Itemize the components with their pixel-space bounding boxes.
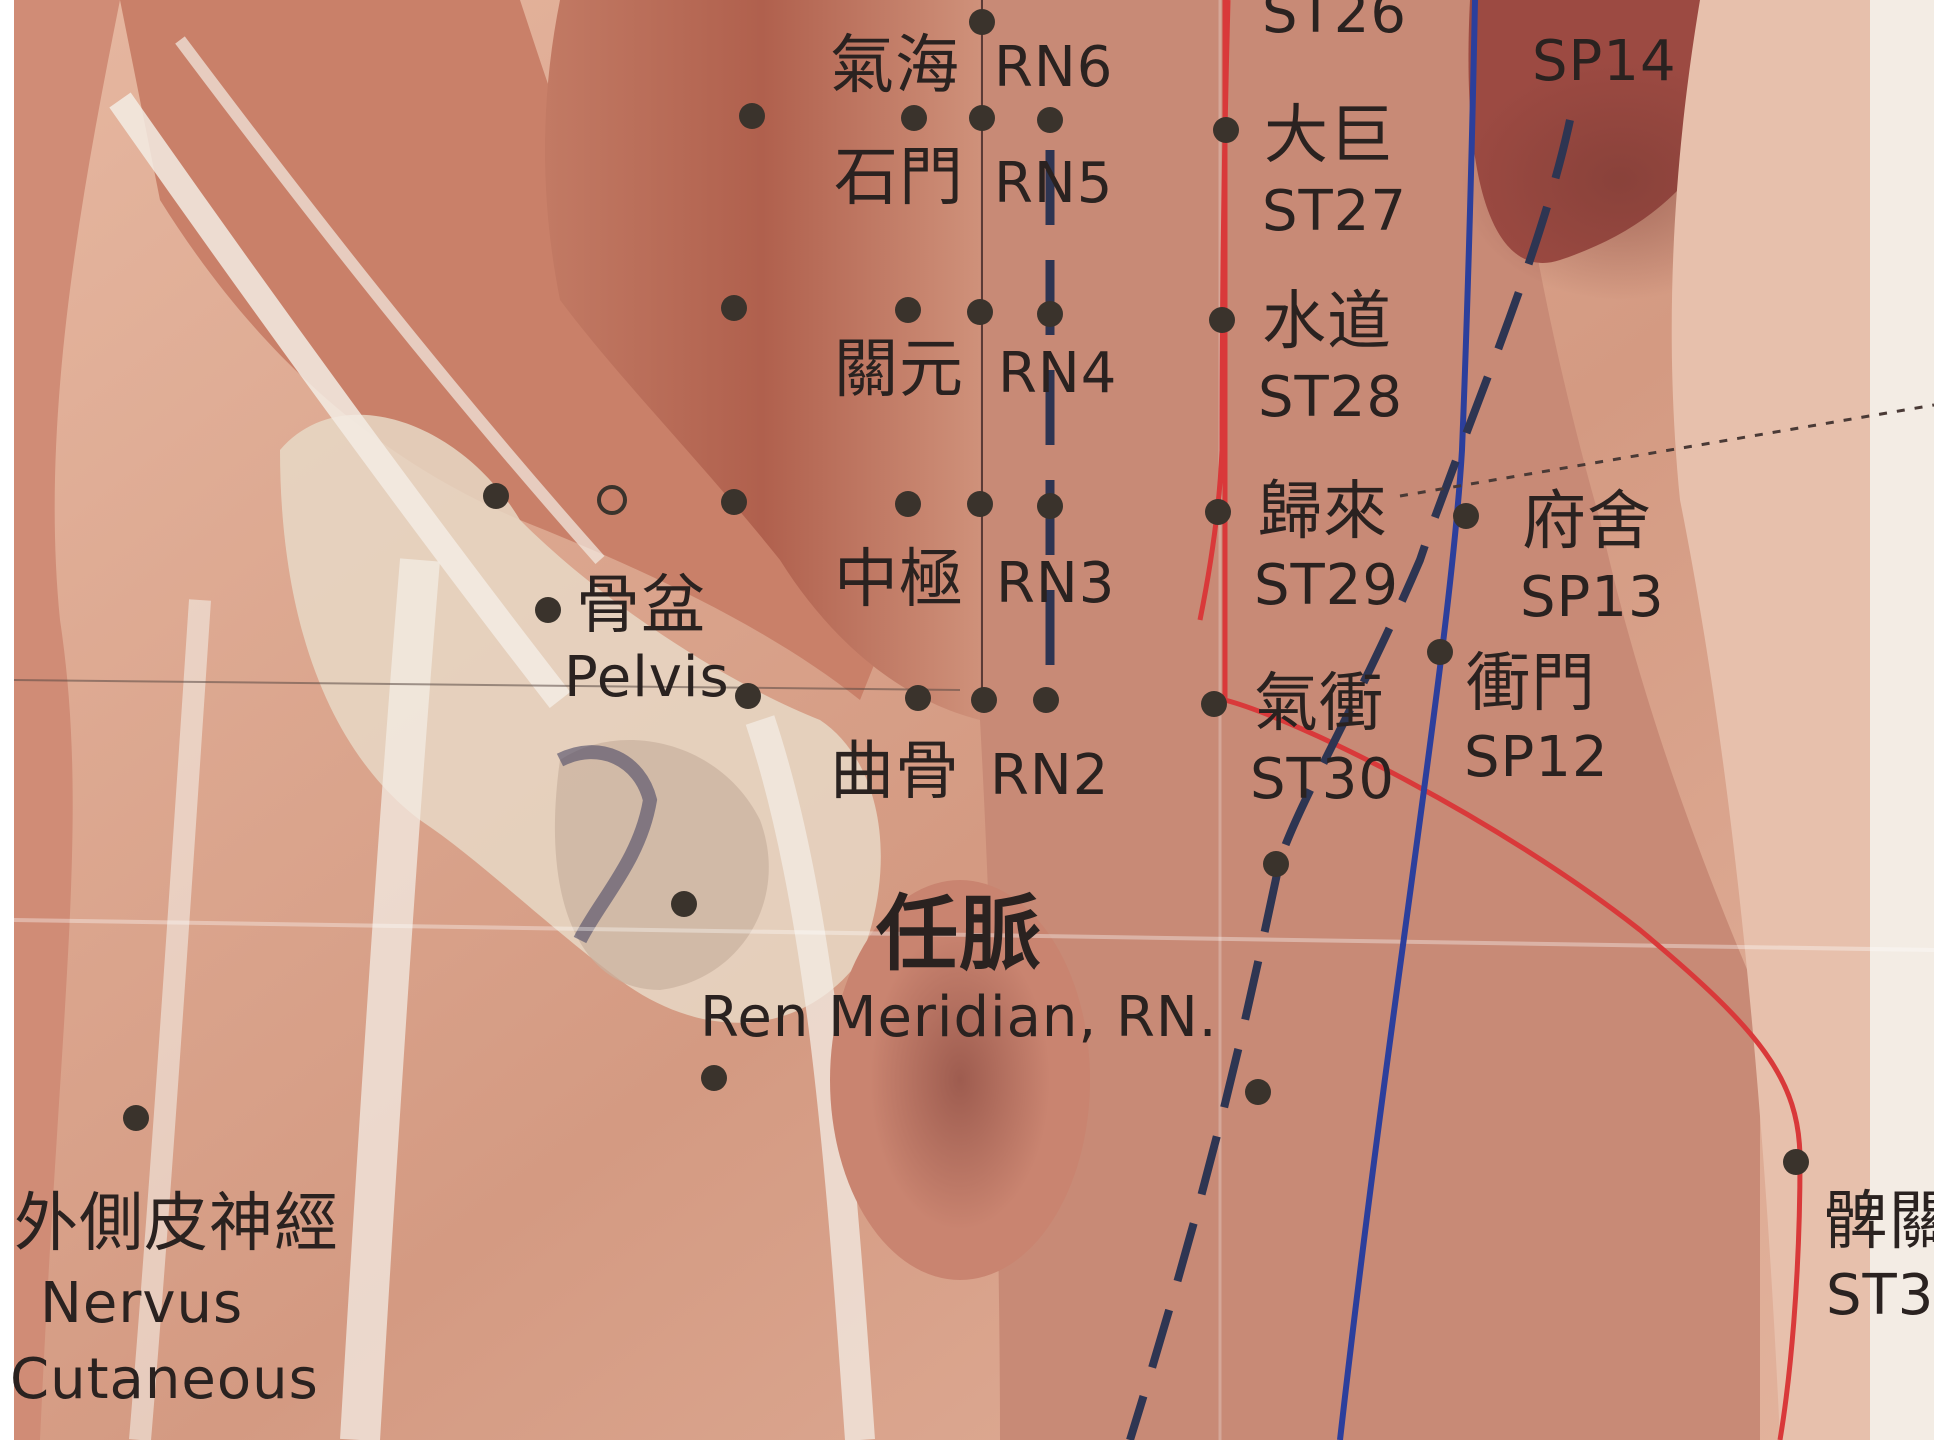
label-rn6: RN6 — [994, 40, 1113, 96]
acupoint — [483, 483, 509, 509]
label-qichong: 氣衝 — [1254, 672, 1384, 736]
label-rn3: RN3 — [996, 556, 1115, 612]
acupoint-st30 — [1201, 691, 1227, 717]
acupoint-sp13 — [1453, 503, 1479, 529]
label-zhongji: 中極 — [834, 548, 964, 612]
label-fushe: 府舍 — [1522, 490, 1652, 554]
acupoint — [739, 103, 765, 129]
label-sp12: SP12 — [1464, 730, 1609, 786]
label-nerve-en1: Nervus — [40, 1276, 243, 1332]
acupoint-rn2 — [971, 687, 997, 713]
label-qugu: 曲骨 — [830, 740, 960, 804]
label-guilai: 歸來 — [1258, 480, 1388, 544]
label-st29: ST29 — [1254, 558, 1399, 614]
label-qihai: 氣海 — [830, 34, 960, 98]
label-rn5: RN5 — [994, 156, 1113, 212]
acupoint — [901, 105, 927, 131]
label-st30: ST30 — [1250, 752, 1395, 808]
label-st27: ST27 — [1262, 184, 1407, 240]
label-pelvis-cn: 骨盆 — [576, 574, 706, 638]
acupoint-st29 — [1205, 499, 1231, 525]
acupoint — [1033, 687, 1059, 713]
acupoint — [1037, 107, 1063, 133]
acupoint-sp12 — [1427, 639, 1453, 665]
acupoint-st31 — [1783, 1149, 1809, 1175]
label-sp14: SP14 — [1532, 34, 1677, 90]
acupoint — [735, 683, 761, 709]
acupoint — [721, 489, 747, 515]
acupoint-pelvis — [535, 597, 561, 623]
acupoint-st28 — [1209, 307, 1235, 333]
acupoint — [895, 297, 921, 323]
label-st26: ST26 — [1262, 0, 1407, 42]
label-st28: ST28 — [1258, 370, 1403, 426]
acupoint — [1245, 1079, 1271, 1105]
label-chongmen: 衝門 — [1466, 652, 1596, 716]
label-guanyuan: 關元 — [834, 338, 964, 402]
acupoint-rn4 — [967, 299, 993, 325]
acupoint-rn7 — [969, 9, 995, 35]
label-nerve-cn: 外側皮神經 — [14, 1192, 339, 1256]
label-ren-cn: 任脈 — [876, 894, 1042, 976]
acupoint — [905, 685, 931, 711]
label-shuidao: 水道 — [1262, 290, 1392, 354]
acupoint-rn6 — [969, 105, 995, 131]
label-daju: 大巨 — [1264, 104, 1394, 168]
acupoint-rn3 — [967, 491, 993, 517]
label-pelvis-en: Pelvis — [564, 650, 730, 706]
label-biguan-cn: 髀關 — [1824, 1190, 1934, 1254]
acupoint — [701, 1065, 727, 1091]
label-nerve-en2: Cutaneous — [10, 1352, 319, 1408]
acupoint — [671, 891, 697, 917]
label-rn4: RN4 — [998, 346, 1117, 402]
label-sp13: SP13 — [1520, 570, 1665, 626]
acupoint — [721, 295, 747, 321]
acupoint — [895, 491, 921, 517]
acupoint — [1037, 493, 1063, 519]
acupoint-st27 — [1213, 117, 1239, 143]
label-shimen: 石門 — [834, 146, 964, 210]
label-rn2: RN2 — [990, 748, 1109, 804]
label-ren-en: Ren Meridian, RN. — [700, 990, 1218, 1046]
acupoint — [1263, 851, 1289, 877]
acupoint — [1037, 301, 1063, 327]
acupoint — [123, 1105, 149, 1131]
label-st31: ST3 — [1826, 1268, 1934, 1324]
